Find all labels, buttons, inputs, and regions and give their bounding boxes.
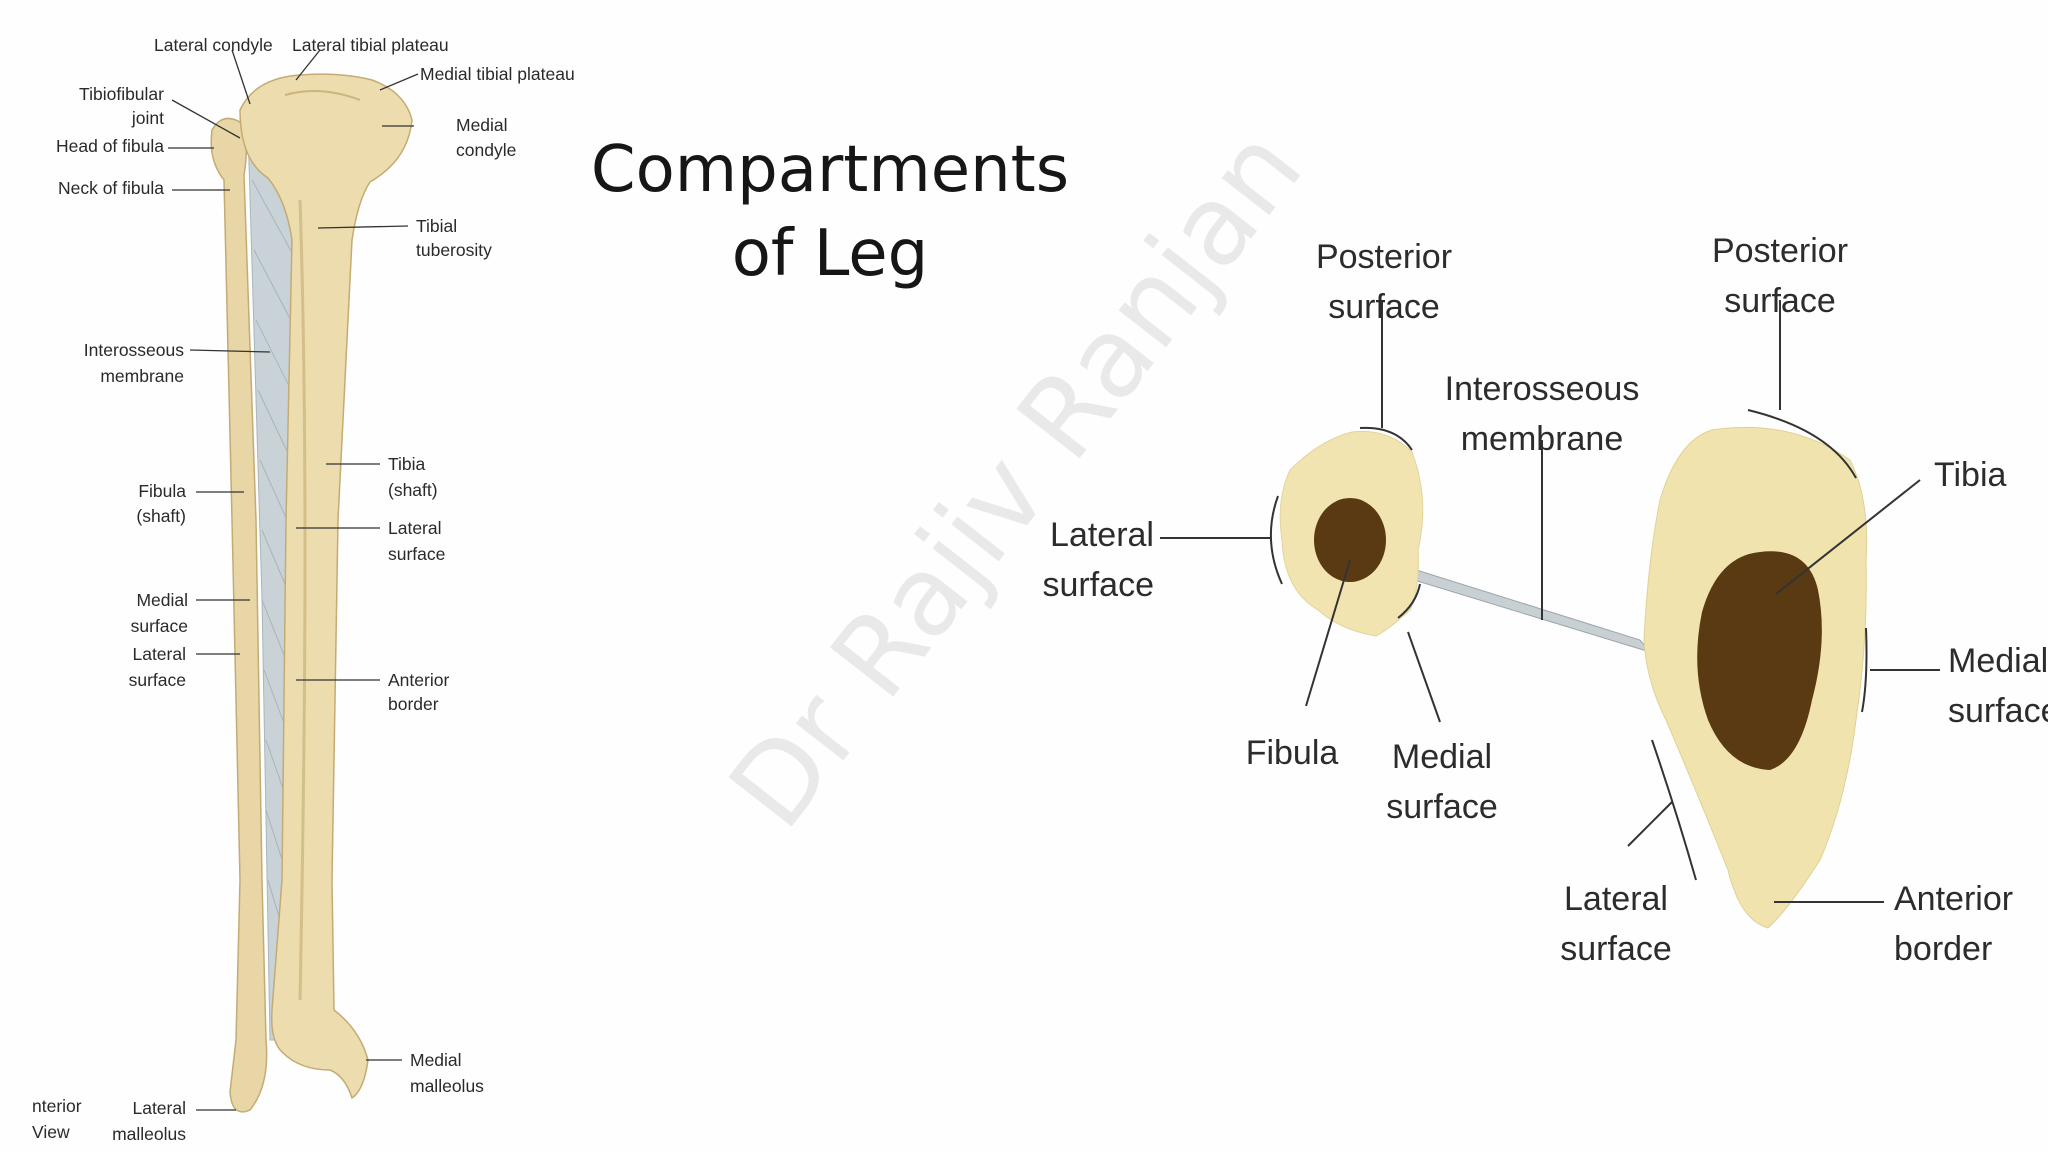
right-leader-lines [1160,300,1940,903]
tibia-shading [298,199,307,1001]
cross-section-illustration [1279,426,1868,929]
label-fibula-shaft-2: (shaft) [136,506,186,526]
label-medial-malleolus-2: malleolus [410,1076,484,1096]
label-lateral-malleolus-2: malleolus [112,1124,186,1144]
label-lateral-malleolus-1: Lateral [132,1098,186,1118]
label-posterior-fibula-1: Posterior [1316,238,1452,276]
label-view-1: nterior [32,1096,82,1116]
label-medial-malleolus-1: Medial [410,1050,462,1070]
label-interosseous-2: membrane [1461,420,1624,458]
label-fibula-shaft-1: Fibula [138,481,186,501]
label-interosseous-1: Interosseous [1445,370,1640,408]
label-lateral-tibia-1: Lateral [1564,880,1668,918]
label-tibiofibular-1: Tibiofibular [79,84,164,104]
label-interosseous-1: Interosseous [84,340,184,360]
label-lateral-fibula-1: Lateral [1050,516,1154,554]
label-lateral-surface-fibula-1: Lateral [132,644,186,664]
label-medial-tibia-1: Medial [1948,642,2048,680]
label-neck-of-fibula: Neck of fibula [58,178,164,198]
label-lateral-fibula-2: surface [1043,566,1155,604]
label-tibia-shaft-1: Tibia [388,454,426,474]
fibula-marrow [1314,498,1386,582]
section-membrane [1409,567,1652,653]
label-medial-surface-fibula-2: surface [131,616,188,636]
label-lateral-surface-tibia-1: Lateral [388,518,442,538]
label-view-2: View [32,1122,70,1142]
title-line-1: Compartments [590,133,1070,207]
title-line-2: of Leg [731,217,929,291]
label-tibial-tuberosity-1: Tibial [416,216,457,236]
label-medial-surface-fibula-1: Medial [136,590,188,610]
label-tibiofibular-2: joint [131,108,164,128]
slide-title: Compartments of Leg [560,128,1100,296]
label-anterior-border-2: border [1894,930,1992,968]
left-labels: Lateral condyle Lateral tibial plateau M… [32,35,575,1144]
label-lateral-surface-tibia-2: surface [388,544,445,564]
label-medial-fibula-1: Medial [1392,738,1492,776]
label-lateral-surface-fibula-2: surface [129,670,186,690]
label-medial-condyle-2: condyle [456,140,516,160]
right-labels: Posterior surface Interosseous membrane … [1043,232,2048,968]
label-posterior-fibula-2: surface [1328,288,1440,326]
label-lateral-tibia-2: surface [1560,930,1672,968]
label-anterior-border-1: Anterior [1894,880,2013,918]
label-lateral-tibial-plateau: Lateral tibial plateau [292,35,449,55]
anterior-view-illustration [210,73,413,1113]
label-tibia-shaft-2: (shaft) [388,480,438,500]
label-head-of-fibula: Head of fibula [56,136,164,156]
tibia-marrow [1697,551,1822,770]
label-tibia: Tibia [1934,456,2007,494]
label-fibula: Fibula [1246,734,1339,772]
left-leader-lines [168,49,419,1111]
label-medial-condyle-1: Medial [456,115,508,135]
label-medial-tibial-plateau: Medial tibial plateau [420,64,575,84]
label-anterior-border-2: border [388,694,439,714]
label-interosseous-2: membrane [100,366,184,386]
watermark: Dr Rajiv Ranjan [705,105,1327,851]
label-medial-tibia-2: surface [1948,692,2048,730]
label-medial-fibula-2: surface [1386,788,1498,826]
label-posterior-tibia-2: surface [1724,282,1836,320]
plateau-detail [284,90,361,101]
label-posterior-tibia-1: Posterior [1712,232,1848,270]
label-tibial-tuberosity-2: tuberosity [416,240,492,260]
label-lateral-condyle: Lateral condyle [154,35,273,55]
label-anterior-border-1: Anterior [388,670,449,690]
